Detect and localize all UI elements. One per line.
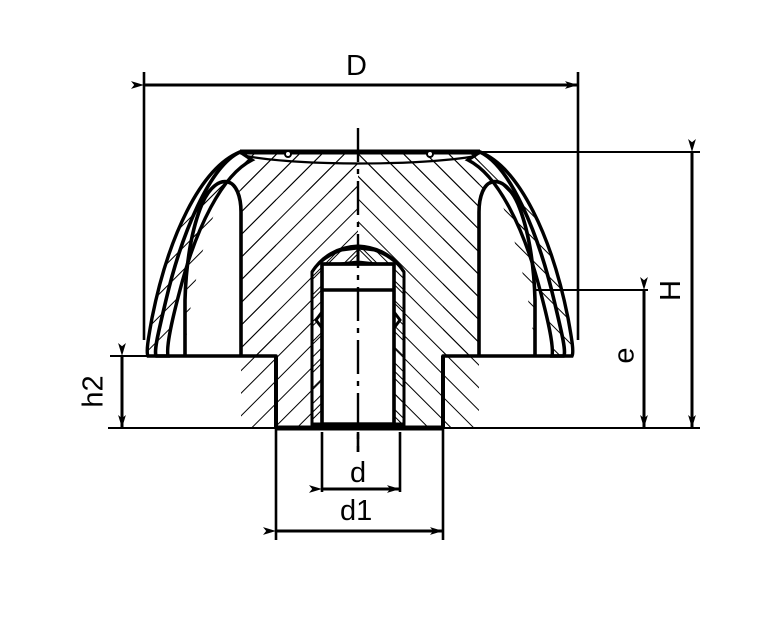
dimension-label-e: e [608,347,641,364]
dimension-label-H: H [654,280,687,301]
dimension-d-group [263,428,445,540]
top-dimple-right [426,150,434,158]
top-surface-curve [245,154,477,165]
body-outline-left [153,150,358,428]
top-dimple-left [284,150,292,158]
dimension-label-D: D [346,50,367,82]
dimension-label-d1: d1 [340,495,373,527]
core-top-wedge-left [240,152,358,192]
dimension-label-h2: h2 [77,375,110,408]
dimension-D [131,72,580,340]
reference-lines [108,151,700,429]
dimension-label-d: d [350,457,367,489]
body-outline-right [358,150,567,428]
core-top-wedge-right [358,152,480,192]
